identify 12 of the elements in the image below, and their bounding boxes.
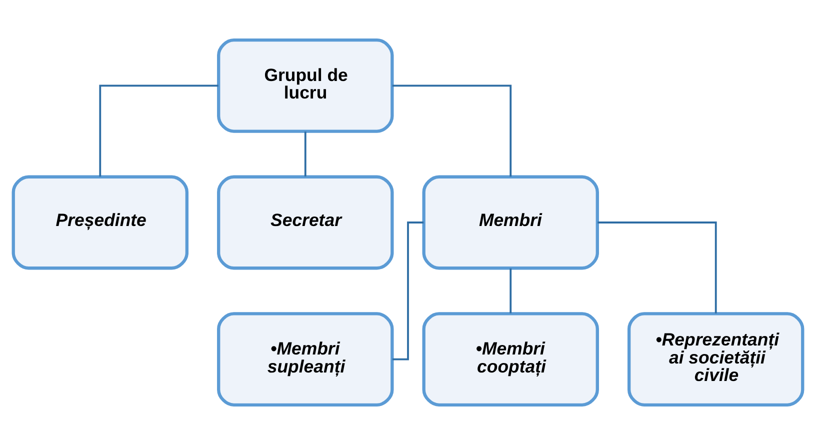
node-box: Președinte	[12, 175, 188, 270]
node-box: Membri	[422, 175, 599, 270]
node-box: •Membri cooptați	[422, 312, 599, 407]
connector	[304, 132, 306, 176]
node-box: •Reprezentanți ai societății civile	[628, 312, 804, 407]
node-box: •Membri supleanți	[217, 312, 394, 407]
node-box: Secretar	[217, 175, 394, 270]
connector	[99, 84, 218, 177]
connector	[598, 222, 717, 314]
connector	[510, 268, 512, 314]
connector	[392, 84, 512, 177]
node-box: Grupul de lucru	[217, 38, 394, 133]
